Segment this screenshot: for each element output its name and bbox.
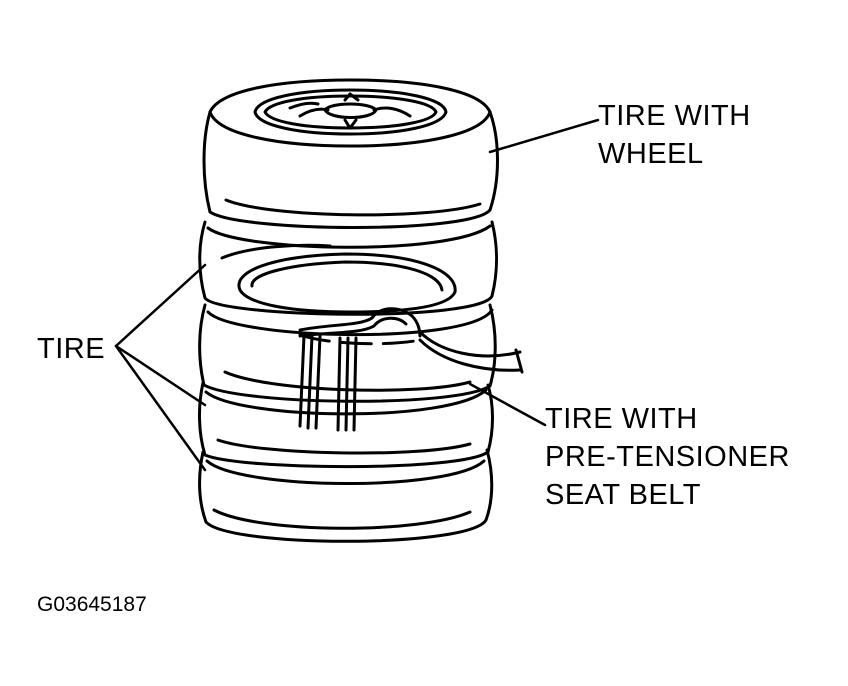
label-tire-with-belt: TIRE WITH PRE-TENSIONER SEAT BELT [545,400,790,514]
leader-tire-to-upper-middle [114,263,207,348]
label-tire: TIRE [37,333,106,365]
leader-tire-to-lower-middle [114,344,207,407]
leader-tire-with-wheel [488,118,600,154]
upper-middle-tire [198,220,498,316]
label-tire-with-wheel: TIRE WITH WHEEL [598,97,751,173]
leader-tire-to-bottom [114,344,207,472]
figure-code: G03645187 [37,593,147,616]
middle-tire-with-belt [198,303,524,432]
label-line: PRE-TENSIONER [545,441,790,473]
bottom-tire [198,448,494,543]
label-line: SEAT BELT [545,479,701,511]
label-line: WHEEL [598,138,704,170]
leader-lines [114,118,600,472]
leader-tire-with-belt [468,382,547,427]
label-line: TIRE WITH [545,403,698,435]
label-line: TIRE WITH [598,100,751,132]
top-tire-with-wheel [202,78,499,229]
